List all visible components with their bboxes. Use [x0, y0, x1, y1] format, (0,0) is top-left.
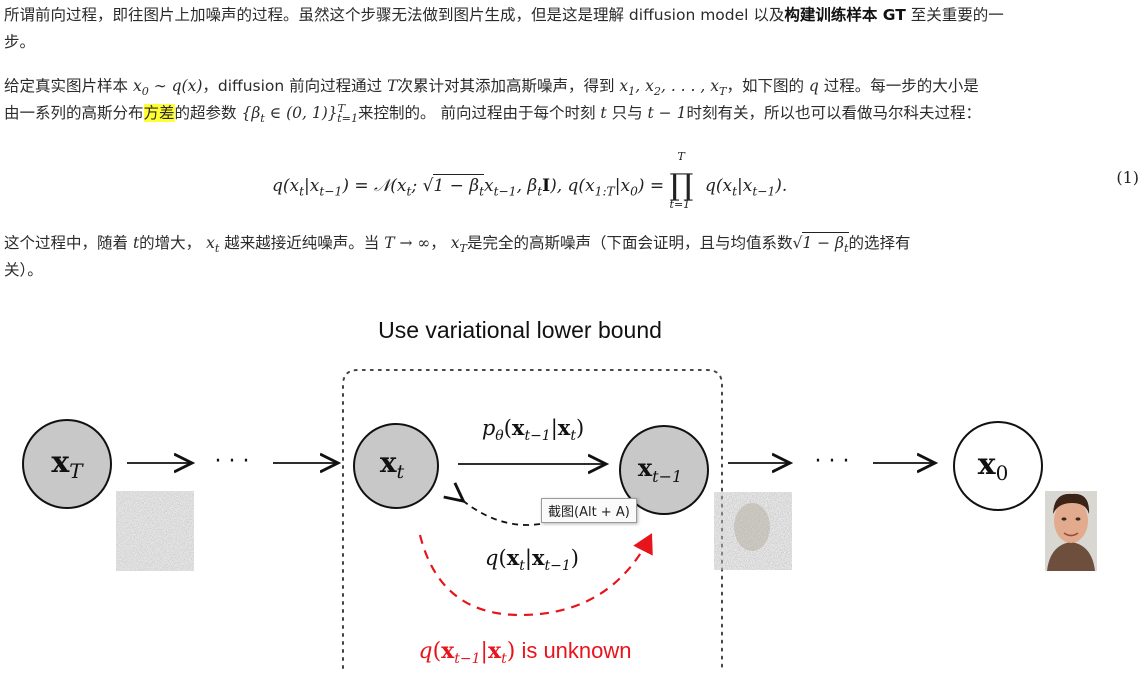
- text: 给定真实图片样本: [4, 77, 133, 95]
- text: 的超参数: [175, 104, 242, 122]
- highlighted-term: 方差: [144, 104, 175, 122]
- text: ，: [430, 234, 450, 252]
- math-x0-sample: x0 ∼ q(x): [133, 77, 202, 95]
- math-T-infinity: T → ∞: [384, 234, 430, 252]
- text: 越来越接近纯噪声。当: [219, 234, 384, 252]
- equation-number: (1): [1116, 168, 1139, 187]
- math-xt: xt: [206, 234, 219, 252]
- figure-title: Use variational lower bound: [378, 317, 662, 343]
- text: 来控制的。 前向过程由于每个时刻: [358, 104, 600, 122]
- arrow-q-forward: [462, 500, 540, 525]
- ellipsis-left: · · ·: [215, 449, 250, 474]
- math-sequence: x1, x2, . . . , xT: [619, 77, 726, 95]
- text: 由一系列的高斯分布: [4, 104, 144, 122]
- dotted-box: [343, 370, 722, 668]
- diffusion-figure: Use variational lower bound xT · · · xt …: [0, 308, 1145, 674]
- ellipsis-right: · · ·: [815, 449, 850, 474]
- equation-forward-process: q(xt|xt−1) = 𝒩(xt; √1 − βtxt−1, βtI), q(…: [272, 164, 787, 199]
- math-sqrt-coef: 1 − βt: [802, 232, 848, 252]
- text: ，diffusion 前向过程通过: [202, 77, 387, 95]
- text: 的增大，: [139, 234, 206, 252]
- paragraph-noise: 这个过程中，随着 t的增大， xt 越来越接近纯噪声。当 T → ∞， xT是完…: [4, 230, 1139, 284]
- text: 关）。: [4, 257, 1139, 284]
- intro-text-end: 至关重要的一: [906, 6, 1004, 24]
- noise-image-xT: [116, 491, 194, 571]
- intro-text-line2: 步。: [4, 29, 1139, 56]
- equation-block: q(xt|xt−1) = 𝒩(xt; √1 − βtxt−1, βtI), q(…: [0, 150, 1145, 214]
- text: 只与: [607, 104, 648, 122]
- text: 过程。每一步的大小是: [819, 77, 979, 95]
- text: 时刻有关，所以也可以看做马尔科夫过程：: [686, 104, 981, 122]
- q-unknown-label: q(xt−1|xt) is unknown: [418, 638, 631, 667]
- p-theta-label: pθ(xt−1|xt): [482, 415, 584, 444]
- intro-text: 所谓前向过程，即往图片上加噪声的过程。虽然这个步骤无法做到图片生成，但是这是理解…: [4, 6, 784, 24]
- text: 次累计对其添加高斯噪声，得到: [397, 77, 619, 95]
- math-beta-set: {βt ∈ (0, 1)}Tt=1: [241, 104, 358, 122]
- math-q: q: [809, 77, 819, 95]
- math-T: T: [387, 77, 397, 95]
- math-xT: xT: [451, 234, 467, 252]
- face-image-x0: [1045, 491, 1097, 571]
- text: 这个过程中，随着: [4, 234, 133, 252]
- text: 的选择有: [849, 234, 911, 252]
- math-t-minus-1: t − 1: [648, 104, 687, 122]
- text: ，如下图的: [726, 77, 808, 95]
- paragraph-intro: 所谓前向过程，即往图片上加噪声的过程。虽然这个步骤无法做到图片生成，但是这是理解…: [4, 2, 1139, 56]
- paragraph-forward: 给定真实图片样本 x0 ∼ q(x)，diffusion 前向过程通过 T次累计…: [4, 73, 1139, 127]
- screenshot-tooltip: 截图(Alt + A): [541, 498, 637, 523]
- q-label: q(xt|xt−1): [485, 545, 579, 574]
- text: 是完全的高斯噪声（下面会证明，且与均值系数: [467, 234, 793, 252]
- intro-bold-text: 构建训练样本 GT: [784, 6, 905, 24]
- noisy-face-image: [714, 492, 792, 570]
